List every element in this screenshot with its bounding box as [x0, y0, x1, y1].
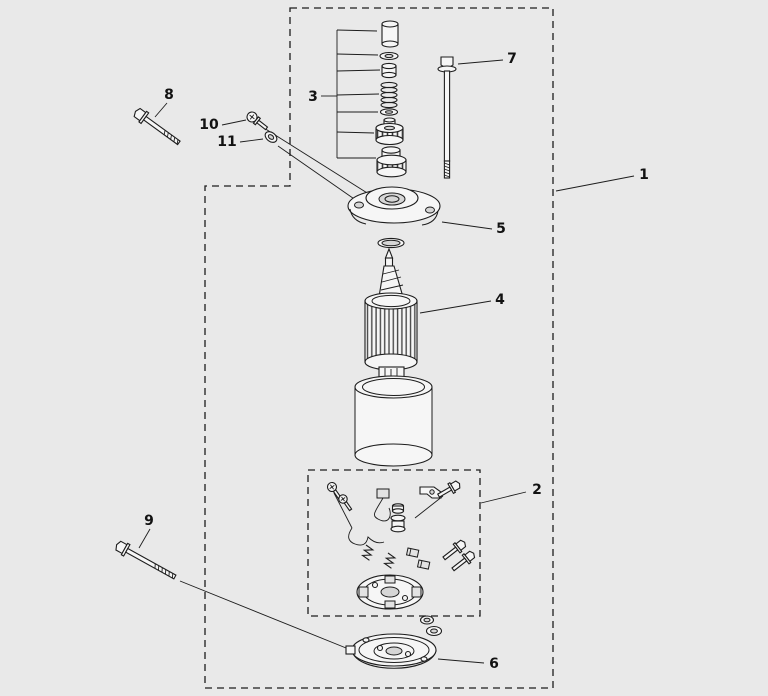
group-1-boundary: [204, 7, 554, 689]
pinion-spring: [380, 81, 398, 109]
lead-wire: [348, 527, 385, 546]
brush-screw: [338, 494, 353, 512]
o-ring: [377, 237, 405, 249]
stopper-washer: [379, 51, 399, 61]
callout-labels: 1 2 3 4 5 6 7 8 9 10 11: [144, 51, 649, 672]
callout-5: 5: [496, 221, 506, 237]
terminal-screw: [246, 111, 269, 131]
armature: [364, 247, 418, 385]
drive-clutch: [376, 146, 407, 178]
assembly-lines: [179, 127, 444, 653]
callout-8: 8: [164, 87, 174, 103]
brush-bracket: [419, 486, 442, 499]
pinion-stopper: [381, 20, 399, 48]
terminal-bolt: [436, 480, 461, 498]
clip-collar: [381, 62, 397, 79]
group-2-boundary: [307, 469, 481, 617]
leader-lines: [138, 29, 635, 664]
mount-bolt-upper: [133, 107, 181, 146]
front-bracket: [347, 186, 441, 226]
brush-with-lead: [373, 488, 391, 522]
holder-bolt: [451, 550, 476, 572]
mount-bolt-lower: [115, 540, 177, 580]
callout-3: 3: [308, 89, 318, 105]
callout-4: 4: [495, 292, 505, 308]
holder-bolt: [442, 539, 467, 561]
callout-2: 2: [532, 482, 542, 498]
terminal-washer: [264, 131, 278, 143]
callout-10: 10: [199, 117, 219, 133]
callout-6: 6: [489, 656, 499, 672]
cap-washers: [419, 615, 443, 637]
through-bolt: [437, 56, 457, 179]
callout-11: 11: [217, 134, 236, 150]
carbon-brush: [405, 547, 420, 558]
terminal-stack: [390, 503, 406, 533]
brush-holder-plate: [356, 574, 424, 610]
carbon-brush: [416, 559, 431, 570]
callout-7: 7: [507, 51, 517, 67]
pinion-stopper-set: [375, 20, 407, 178]
callout-9: 9: [144, 513, 154, 529]
callout-1: 1: [639, 167, 649, 183]
brush-spring: [360, 544, 375, 561]
end-cap: [345, 633, 437, 669]
brush-spring: [382, 552, 397, 569]
motor-yoke: [354, 375, 433, 467]
brush-holder-group: [326, 480, 476, 610]
retainer-ring: [379, 108, 399, 116]
pinion-gear: [375, 117, 404, 146]
